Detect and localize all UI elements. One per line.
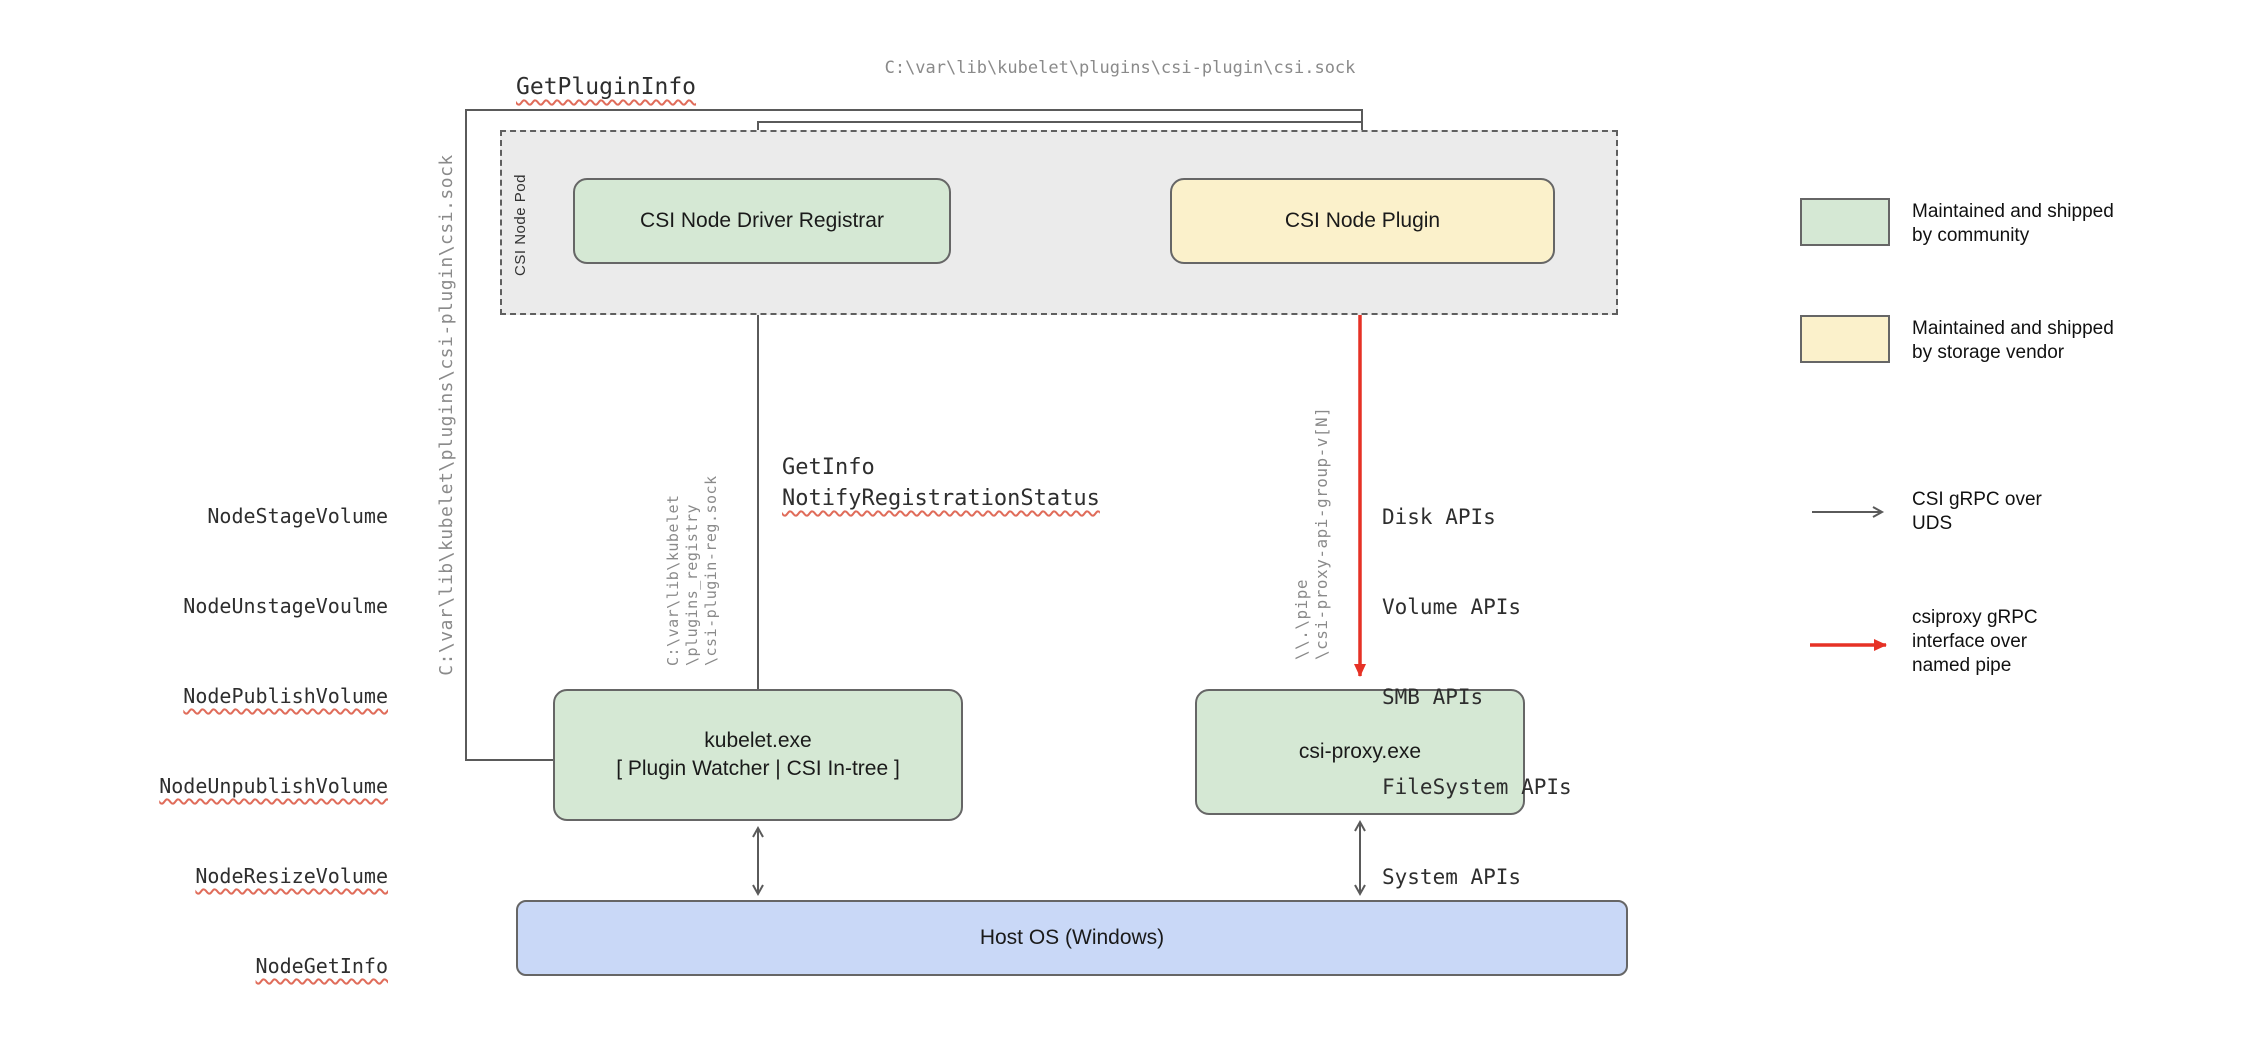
node-rpc-item: NodeGetInfo [255, 954, 388, 978]
node-rpc-list: NodeStageVolume NodeUnstageVoulme NodePu… [50, 441, 388, 1044]
notify-registration-status-label: NotifyRegistrationStatus [782, 486, 1100, 511]
api-item: FileSystem APIs [1382, 775, 1572, 799]
legend-community-label: Maintained and shipped by community [1912, 201, 2114, 246]
api-item: Volume APIs [1382, 595, 1522, 619]
node-rpc-item: NodePublishVolume [183, 684, 388, 708]
api-item: System APIs [1382, 865, 1522, 889]
get-info-label: GetInfo [782, 455, 875, 480]
top-socket-path-label: C:\var\lib\kubelet\plugins\csi-plugin\cs… [884, 58, 1356, 78]
node-rpc-item: NodeResizeVolume [195, 864, 388, 888]
csi-node-pod-label: CSI Node Pod [512, 174, 529, 276]
api-item: SMB APIs [1382, 685, 1484, 709]
node-rpc-item: NodeUnpublishVolume [159, 774, 388, 798]
legend-csiproxy-grpc-label: csiproxy gRPC interface over named pipe [1912, 607, 2038, 676]
csi-proxy-box: csi-proxy.exe [1195, 689, 1525, 815]
legend-community-swatch [1800, 198, 1890, 246]
legend-storage-vendor-swatch [1800, 315, 1890, 363]
kubelet-box: kubelet.exe [ Plugin Watcher | CSI In-tr… [553, 689, 963, 821]
host-os-box: Host OS (Windows) [516, 900, 1628, 976]
left-socket-path-label: C:\var\lib\kubelet\plugins\csi-plugin\cs… [436, 154, 457, 676]
api-item: Disk APIs [1382, 505, 1496, 529]
legend-csi-grpc-label: CSI gRPC over UDS [1912, 489, 2042, 534]
api-list: Disk APIs Volume APIs SMB APIs FileSyste… [1382, 442, 1572, 952]
legend-storage-vendor-label: Maintained and shipped by storage vendor [1912, 318, 2114, 363]
get-plugin-info-label: GetPluginInfo [516, 74, 697, 100]
node-rpc-item: NodeUnstageVoulme [183, 594, 388, 618]
named-pipe-path-label: \\.\pipe \csi-proxy-api-group-v[N] [1292, 406, 1331, 660]
node-rpc-item: NodeStageVolume [207, 504, 388, 528]
registration-socket-path-label: C:\var\lib\kubelet \plugins_registry \cs… [664, 475, 720, 666]
csi-node-plugin-box: CSI Node Plugin [1170, 178, 1555, 264]
csi-node-driver-registrar-box: CSI Node Driver Registrar [573, 178, 951, 264]
